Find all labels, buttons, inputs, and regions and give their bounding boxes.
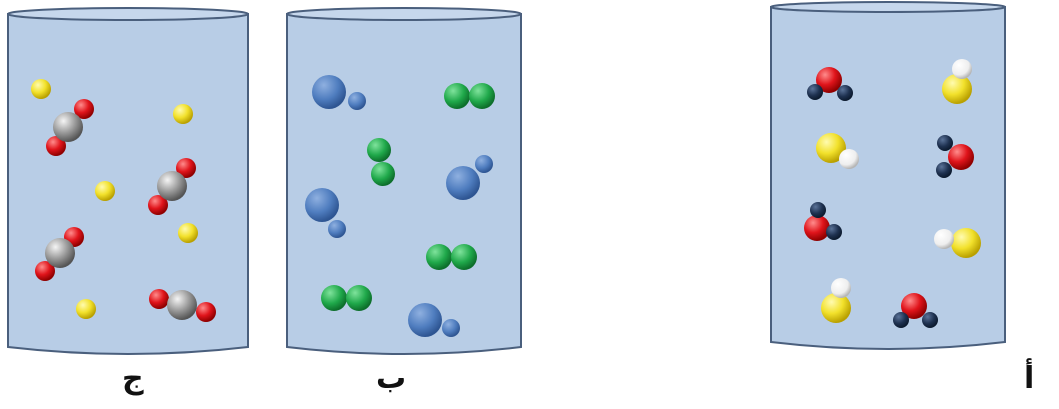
red-atom bbox=[74, 99, 94, 119]
red-atom bbox=[816, 67, 842, 93]
green-atom bbox=[367, 138, 391, 162]
yellow-atom bbox=[821, 293, 851, 323]
red-atom bbox=[148, 195, 168, 215]
red-atom bbox=[149, 289, 169, 309]
red-atom bbox=[948, 144, 974, 170]
gray-red-molecule bbox=[149, 289, 216, 322]
green-molecule bbox=[426, 244, 477, 270]
small-blue-atom bbox=[442, 319, 460, 337]
gray-atom bbox=[157, 171, 187, 201]
green-atom bbox=[371, 162, 395, 186]
red-navy-molecule bbox=[893, 293, 938, 328]
gray-atom bbox=[45, 238, 75, 268]
green-atom bbox=[444, 83, 470, 109]
small-blue-atom bbox=[328, 220, 346, 238]
small-blue-atom bbox=[348, 92, 366, 110]
large-blue-atom bbox=[408, 303, 442, 337]
green-molecule bbox=[321, 285, 372, 311]
yellow-white-molecule bbox=[821, 278, 851, 323]
container-b-rim bbox=[286, 7, 522, 21]
green-atom bbox=[321, 285, 347, 311]
gray-red-molecule bbox=[35, 227, 84, 281]
gray-atom bbox=[53, 112, 83, 142]
container-c bbox=[7, 7, 249, 355]
yellow-atom bbox=[31, 79, 51, 99]
container-c-label: ج bbox=[122, 361, 144, 396]
green-atom bbox=[346, 285, 372, 311]
green-atom bbox=[469, 83, 495, 109]
blue-molecule bbox=[305, 188, 346, 238]
navy-atom bbox=[922, 312, 938, 328]
red-atom bbox=[196, 302, 216, 322]
red-atom bbox=[901, 293, 927, 319]
red-atom bbox=[46, 136, 66, 156]
red-navy-molecule bbox=[807, 67, 853, 101]
navy-atom bbox=[893, 312, 909, 328]
white-atom bbox=[934, 229, 954, 249]
large-blue-atom bbox=[312, 75, 346, 109]
yellow-atom bbox=[76, 299, 96, 319]
navy-atom bbox=[810, 202, 826, 218]
red-atom bbox=[176, 158, 196, 178]
red-navy-molecule bbox=[936, 135, 974, 178]
blue-molecule bbox=[312, 75, 366, 110]
yellow-atom bbox=[942, 74, 972, 104]
yellow-atom bbox=[178, 223, 198, 243]
container-a-rim bbox=[770, 1, 1006, 13]
green-atom bbox=[451, 244, 477, 270]
container-c-body bbox=[7, 13, 249, 355]
navy-atom bbox=[826, 224, 842, 240]
container-a bbox=[770, 1, 1006, 350]
navy-atom bbox=[937, 135, 953, 151]
yellow-white-molecule bbox=[934, 228, 981, 258]
navy-atom bbox=[936, 162, 952, 178]
red-navy-molecule bbox=[804, 202, 842, 241]
yellow-atom bbox=[173, 104, 193, 124]
yellow-white-molecule bbox=[942, 59, 972, 104]
red-atom bbox=[804, 215, 830, 241]
white-atom bbox=[952, 59, 972, 79]
navy-atom bbox=[807, 84, 823, 100]
green-atom bbox=[426, 244, 452, 270]
container-c-rim bbox=[7, 7, 249, 21]
container-b bbox=[286, 7, 522, 355]
small-blue-atom bbox=[475, 155, 493, 173]
large-blue-atom bbox=[305, 188, 339, 222]
container-b-label: ب bbox=[376, 361, 407, 396]
gray-red-molecule bbox=[46, 99, 94, 156]
yellow-atom bbox=[951, 228, 981, 258]
navy-atom bbox=[837, 85, 853, 101]
gray-atom bbox=[167, 290, 197, 320]
white-atom bbox=[831, 278, 851, 298]
yellow-atom bbox=[816, 133, 846, 163]
green-molecule bbox=[444, 83, 495, 109]
red-atom bbox=[35, 261, 55, 281]
container-a-body bbox=[770, 6, 1006, 350]
large-blue-atom bbox=[446, 166, 480, 200]
gray-red-molecule bbox=[148, 158, 196, 215]
white-atom bbox=[839, 149, 859, 169]
blue-molecule bbox=[408, 303, 460, 337]
container-a-label: أ bbox=[1024, 361, 1035, 396]
yellow-white-molecule bbox=[816, 133, 859, 169]
green-molecule bbox=[367, 138, 395, 186]
yellow-atom bbox=[95, 181, 115, 201]
blue-molecule bbox=[446, 155, 493, 200]
